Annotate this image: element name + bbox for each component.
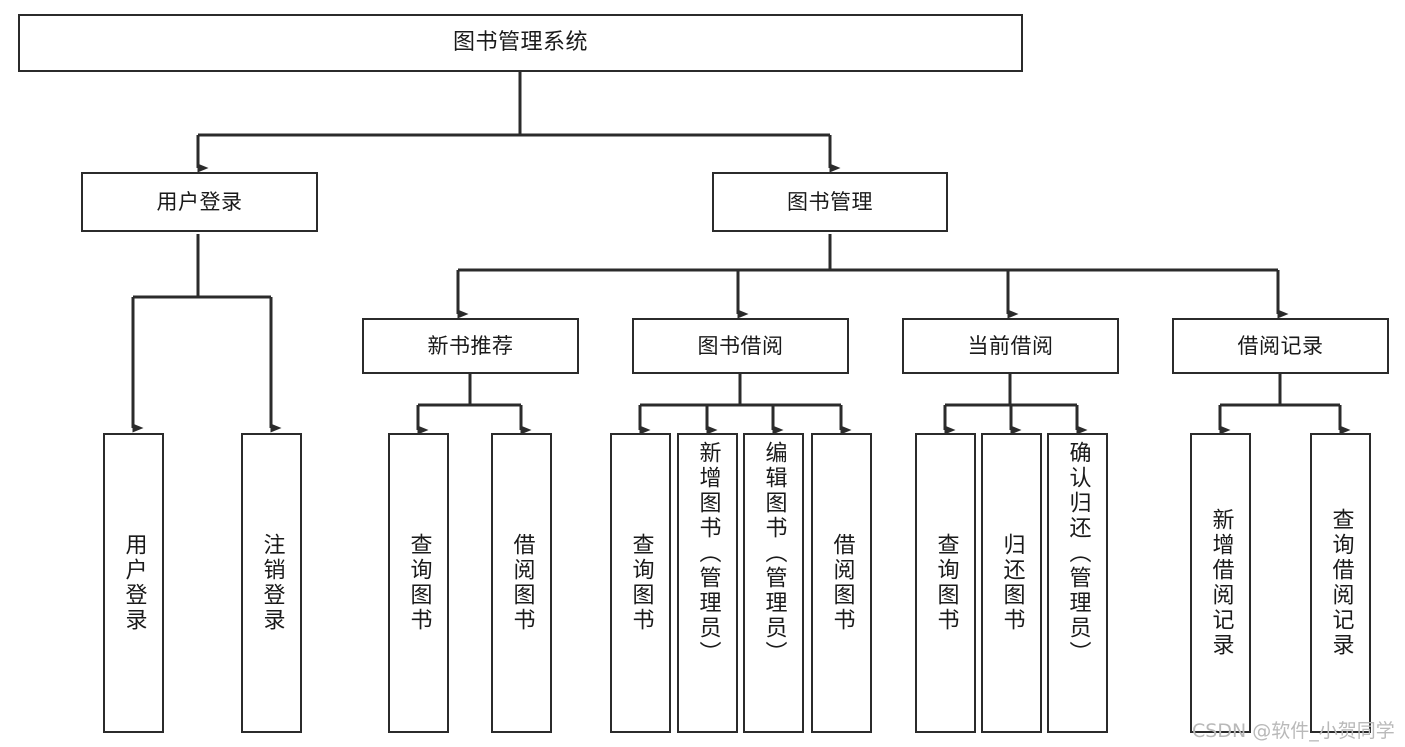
node-book-borrow-label: 图书借阅 xyxy=(697,333,784,358)
node-leaf-cb-confirm-label: 确认归还（管理员） xyxy=(1065,441,1091,666)
node-current-borrow[interactable]: 当前借阅 xyxy=(902,318,1119,374)
node-leaf-bb-add-label: 新增图书（管理员） xyxy=(695,441,721,666)
node-user-login-label: 用户登录 xyxy=(156,189,243,214)
node-new-book-rec-label: 新书推荐 xyxy=(427,333,514,358)
node-leaf-rec-borrow-label: 借阅图书 xyxy=(509,533,535,633)
node-leaf-cb-query-label: 查询图书 xyxy=(933,533,959,633)
node-leaf-br-query[interactable]: 查询借阅记录 xyxy=(1310,433,1371,733)
node-leaf-cb-confirm[interactable]: 确认归还（管理员） xyxy=(1047,433,1108,733)
node-leaf-bb-query-label: 查询图书 xyxy=(628,533,654,633)
node-leaf-rec-query-label: 查询图书 xyxy=(406,533,432,633)
node-book-borrow[interactable]: 图书借阅 xyxy=(632,318,849,374)
node-leaf-bb-borrow[interactable]: 借阅图书 xyxy=(811,433,872,733)
node-leaf-bb-edit[interactable]: 编辑图书（管理员） xyxy=(743,433,804,733)
node-leaf-bb-query[interactable]: 查询图书 xyxy=(610,433,671,733)
node-leaf-rec-borrow[interactable]: 借阅图书 xyxy=(491,433,552,733)
node-leaf-br-add-label: 新增借阅记录 xyxy=(1208,508,1234,658)
node-borrow-record-label: 借阅记录 xyxy=(1237,333,1324,358)
node-current-borrow-label: 当前借阅 xyxy=(967,333,1054,358)
node-leaf-logout-label: 注销登录 xyxy=(259,533,285,633)
node-leaf-bb-edit-label: 编辑图书（管理员） xyxy=(761,441,787,666)
watermark: CSDN @软件_小贺同学 xyxy=(1192,720,1395,742)
node-book-manage-label: 图书管理 xyxy=(787,189,873,214)
node-leaf-cb-return-label: 归还图书 xyxy=(999,533,1025,633)
node-new-book-rec[interactable]: 新书推荐 xyxy=(362,318,579,374)
node-leaf-bb-add[interactable]: 新增图书（管理员） xyxy=(677,433,738,733)
node-leaf-login[interactable]: 用户登录 xyxy=(103,433,164,733)
node-root[interactable]: 图书管理系统 xyxy=(18,14,1023,72)
node-leaf-cb-return[interactable]: 归还图书 xyxy=(981,433,1042,733)
node-borrow-record[interactable]: 借阅记录 xyxy=(1172,318,1389,374)
node-leaf-login-label: 用户登录 xyxy=(121,533,147,633)
node-leaf-cb-query[interactable]: 查询图书 xyxy=(915,433,976,733)
node-user-login[interactable]: 用户登录 xyxy=(81,172,318,232)
node-book-manage[interactable]: 图书管理 xyxy=(712,172,948,232)
node-leaf-bb-borrow-label: 借阅图书 xyxy=(829,533,855,633)
node-leaf-rec-query[interactable]: 查询图书 xyxy=(388,433,449,733)
node-leaf-logout[interactable]: 注销登录 xyxy=(241,433,302,733)
node-root-label: 图书管理系统 xyxy=(452,30,588,56)
node-leaf-br-add[interactable]: 新增借阅记录 xyxy=(1190,433,1251,733)
node-leaf-br-query-label: 查询借阅记录 xyxy=(1328,508,1354,658)
